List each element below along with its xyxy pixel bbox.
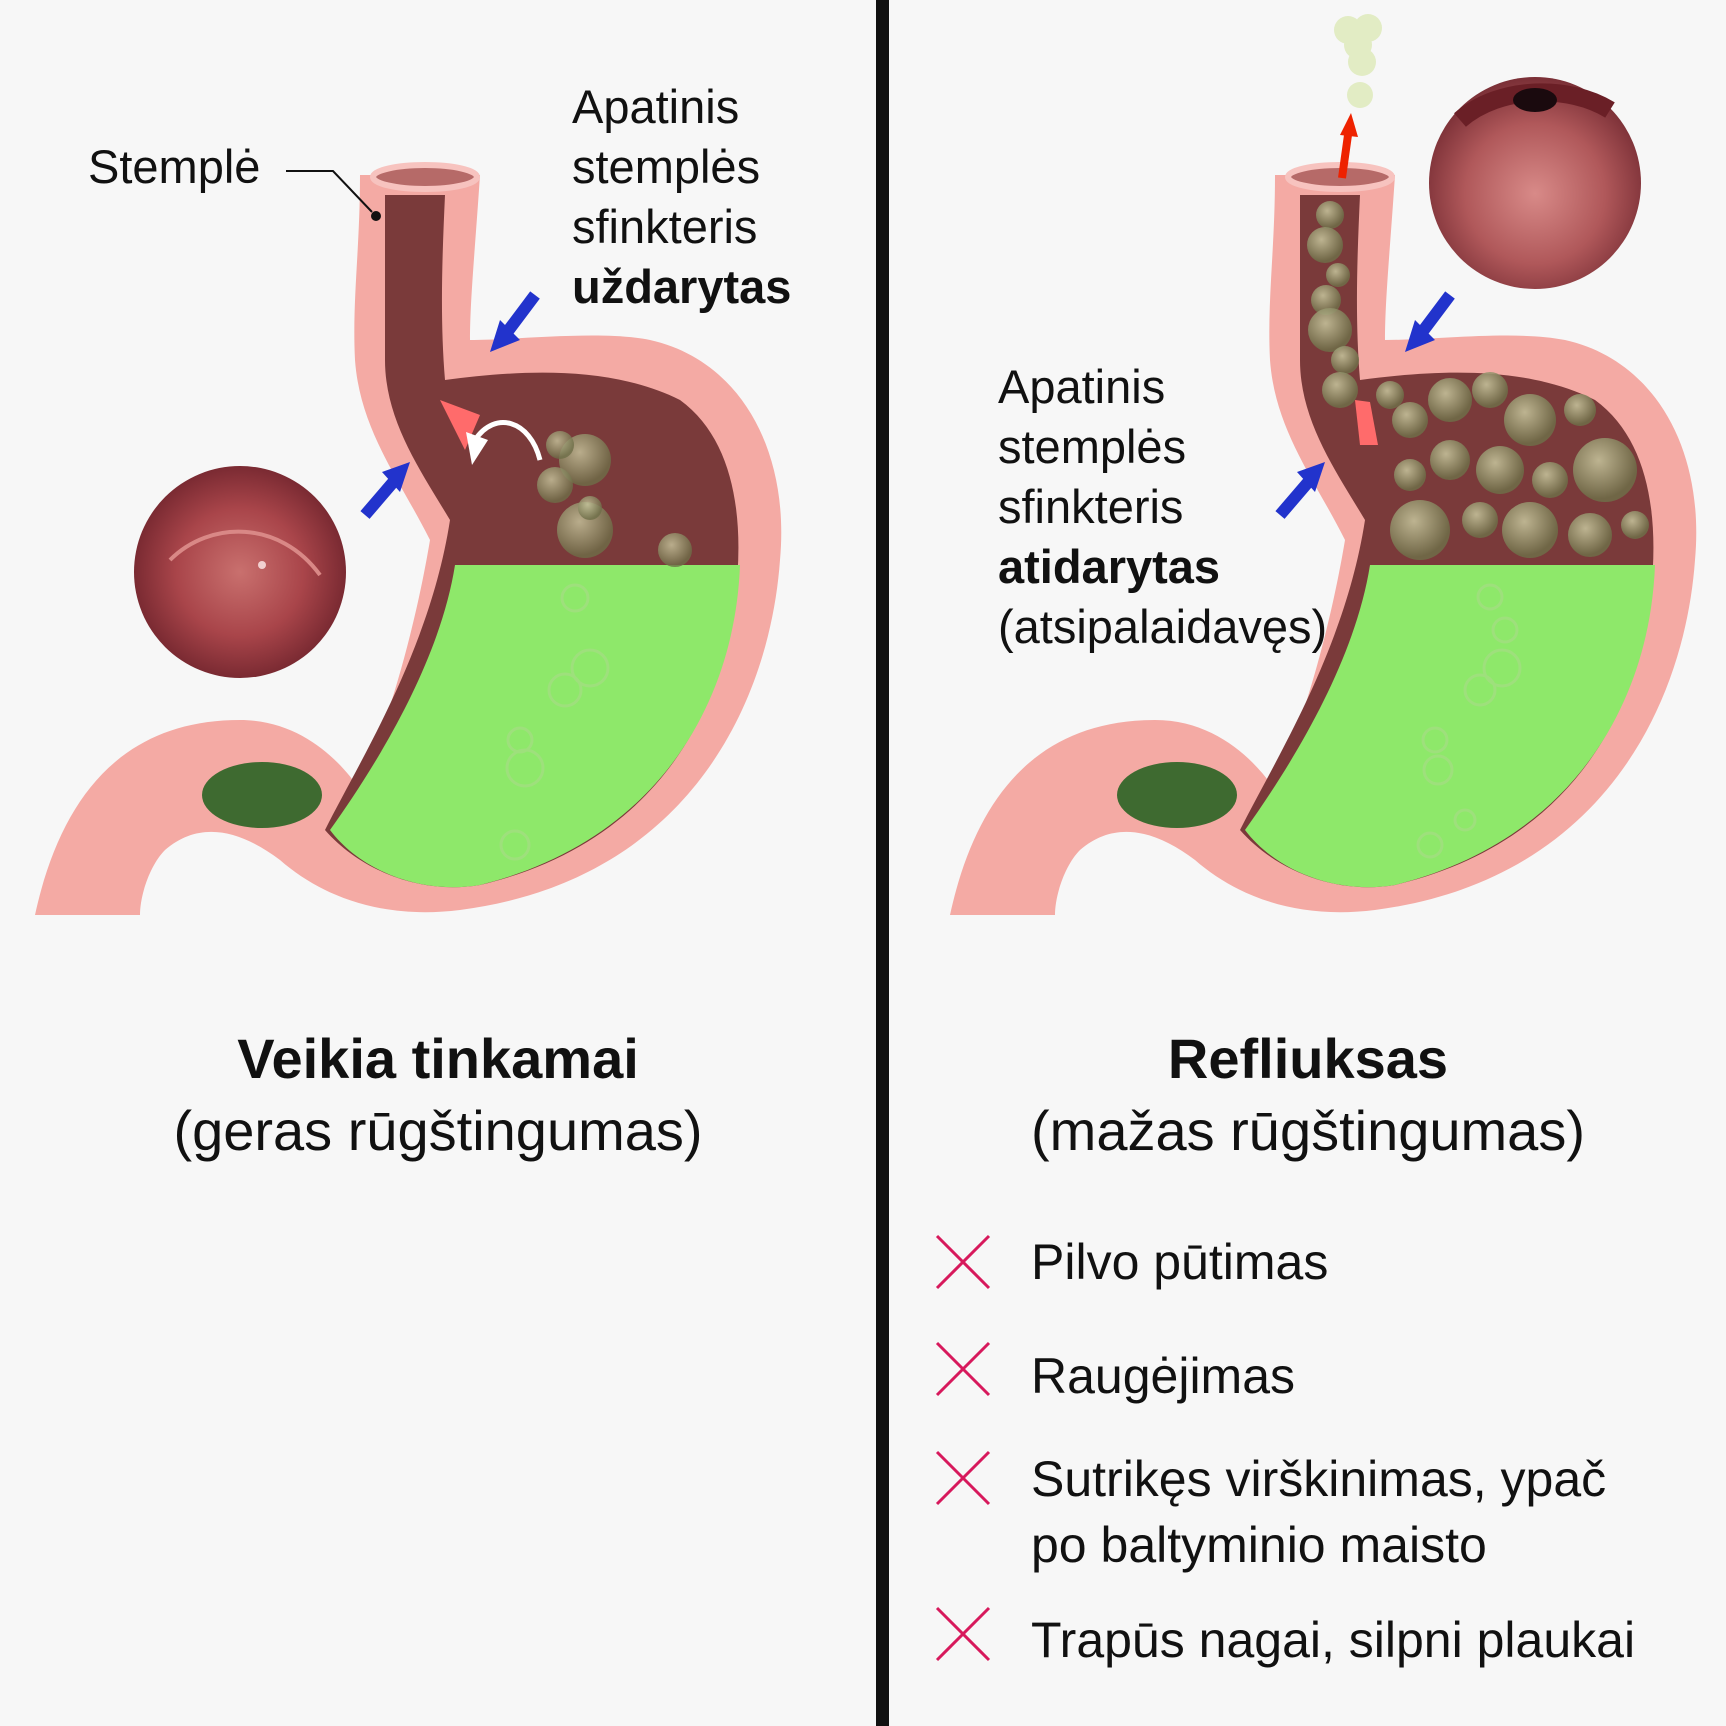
sphincter-open xyxy=(1355,400,1378,445)
endoscopy-open-image xyxy=(1429,77,1641,289)
x-mark-icon xyxy=(935,1234,991,1290)
acid-return-arrow-icon xyxy=(472,420,543,461)
sphincter-arrow-lower-icon xyxy=(1275,462,1325,519)
sphincter-label-line3: sfinkteris xyxy=(572,200,758,253)
right-subtitle: (mažas rūgštingumas) xyxy=(1031,1099,1585,1162)
left-title: Veikia tinkamai xyxy=(237,1027,639,1090)
sphincter-state-open: atidarytas xyxy=(998,540,1221,593)
leader-line xyxy=(286,170,373,213)
sphincter-label-line1: Apatinis xyxy=(572,80,740,133)
escaping-gas-bubbles xyxy=(1334,14,1382,108)
right-title-block: Refliuksas (mažas rūgštingumas) xyxy=(890,1023,1726,1167)
right-panel-reflux: Apatinis stemplės sfinkteris atidarytas … xyxy=(890,0,1726,1726)
gas-bubbles xyxy=(1307,201,1649,859)
leader-dot xyxy=(371,211,381,221)
esophagus-label: Stemplė xyxy=(88,140,261,193)
x-mark-icon xyxy=(935,1450,991,1506)
symptom-text: Sutrikęs virškinimas, ypač xyxy=(1031,1451,1607,1507)
sphincter-arrow-lower-icon xyxy=(360,462,410,519)
left-panel-normal: Stemplė Apatinis stemplės sfinkteris užd… xyxy=(0,80,876,1167)
endoscopy-closed-image xyxy=(134,466,346,678)
left-subtitle: (geras rūgštingumas) xyxy=(173,1099,703,1162)
sphincter-arrow-upper-icon xyxy=(490,291,540,352)
stomach-body xyxy=(35,162,782,915)
x-mark-icon xyxy=(935,1341,991,1397)
symptom-text: Pilvo pūtimas xyxy=(1031,1234,1329,1290)
reflux-arrow-icon xyxy=(1338,113,1358,179)
gas-bubbles xyxy=(499,431,692,861)
sphincter-label-line2: stemplės xyxy=(998,420,1187,473)
gastric-acid xyxy=(330,565,740,888)
reflux-stomach-illustration xyxy=(950,14,1697,915)
symptom-text: Raugėjimas xyxy=(1031,1348,1296,1404)
right-title: Refliuksas xyxy=(1167,1027,1449,1090)
pylorus-opening xyxy=(1117,762,1237,828)
sphincter-label-line1: Apatinis xyxy=(998,360,1166,413)
sphincter-state-closed: uždarytas xyxy=(572,260,792,313)
pylorus-opening xyxy=(202,762,322,828)
sphincter-arrow-upper-icon xyxy=(1405,291,1455,352)
gastric-acid xyxy=(1245,565,1655,888)
sphincter-label-line3: sfinkteris xyxy=(998,480,1184,533)
symptom-text-line2: po baltyminio maisto xyxy=(1031,1517,1487,1573)
sphincter-label-line2: stemplės xyxy=(572,140,761,193)
arrowhead-icon xyxy=(466,432,488,465)
symptom-text: Trapūs nagai, silpni plaukai xyxy=(1031,1612,1636,1668)
left-title-block: Veikia tinkamai (geras rūgštingumas) xyxy=(0,1023,876,1167)
panel-divider xyxy=(876,0,889,1726)
x-mark-icon xyxy=(935,1606,991,1662)
normal-stomach-illustration xyxy=(35,162,782,915)
esophagus-opening xyxy=(370,162,480,192)
sphincter-state-note: (atsipalaidavęs) xyxy=(998,600,1328,653)
